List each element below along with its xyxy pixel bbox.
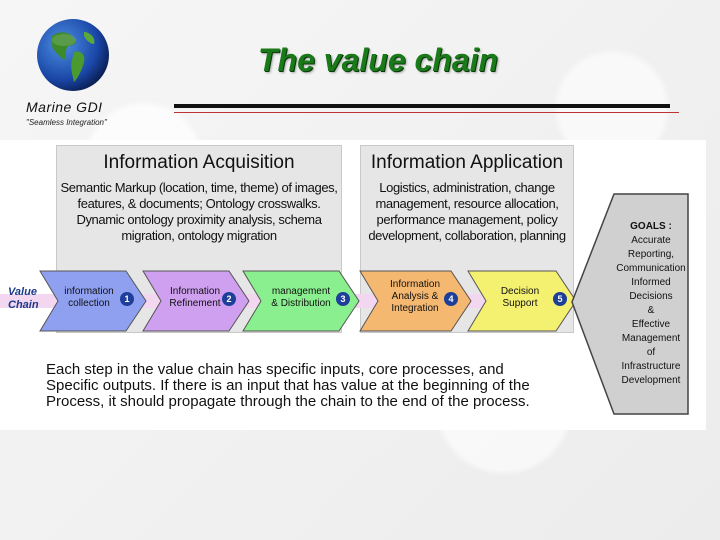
step-label-line: Support (502, 298, 538, 309)
chain-arrow-3 (242, 270, 360, 332)
value-chain-label-line: Chain (8, 299, 39, 311)
step-label-line: management (271, 286, 331, 297)
step-label-line: & Distribution (271, 298, 331, 309)
acquisition-line: features, & documents; Ontology crosswal… (77, 196, 321, 211)
goals-line: Communication (616, 263, 686, 274)
step-4-number: 4 (444, 292, 458, 306)
step-5-label: Decision Support (488, 286, 552, 310)
application-heading: Information Application (370, 152, 564, 173)
step-1-number: 1 (120, 292, 134, 306)
slide-title: The value chain (258, 42, 499, 78)
step-label-line: information (64, 286, 114, 297)
title-rule (174, 104, 670, 108)
step-label-line: collection (68, 298, 110, 309)
goals-line: & (647, 305, 655, 316)
note-line: Each step in the value chain has specifi… (46, 361, 504, 378)
brand-name: Marine GDI (26, 99, 103, 115)
goals-line: Informed (631, 277, 671, 288)
chain-arrow-2 (142, 270, 250, 332)
goals-line: Accurate (631, 235, 671, 246)
acquisition-line: migration, ontology migration (121, 228, 277, 243)
step-1-label: information collection (56, 286, 122, 310)
goals-line: Effective (631, 319, 671, 330)
value-chain-label-line: Value (8, 286, 37, 298)
chain-arrow-5 (467, 270, 577, 332)
goals-heading: GOALS : (630, 221, 672, 232)
globe-icon (37, 19, 109, 91)
application-line: development, collaboration, planning (368, 228, 566, 243)
chain-arrow-4 (359, 270, 472, 332)
step-label-line: Analysis & (391, 291, 439, 302)
step-label-line: Information (169, 286, 221, 297)
step-3-number: 3 (336, 292, 350, 306)
acquisition-line: Dynamic ontology proximity analysis, sch… (76, 212, 322, 227)
goals-text: GOALS : Accurate Reporting, Communicatio… (614, 220, 688, 388)
step-3-label: management & Distribution (262, 286, 340, 310)
acquisition-description: Semantic Markup (location, time, theme) … (57, 180, 341, 244)
application-line: management, resource allocation, (375, 196, 559, 211)
title-rule-thin (174, 112, 679, 113)
goals-line: Development (621, 375, 681, 386)
chain-arrow-1 (39, 270, 147, 332)
step-label-line: Decision (500, 286, 540, 297)
application-description: Logistics, administration, change manage… (361, 180, 573, 244)
goals-line: Management (621, 333, 681, 344)
note-line: Process, it should propagate through the… (46, 393, 530, 410)
acquisition-line: Semantic Markup (location, time, theme) … (60, 180, 338, 195)
step-label-line: Refinement (169, 298, 221, 309)
application-line: Logistics, administration, change (379, 180, 555, 195)
brand-tagline: "Seamless Integration" (26, 118, 107, 127)
note-line: Specific outputs. If there is an input t… (46, 377, 530, 394)
step-2-label: Information Refinement (160, 286, 230, 310)
step-4-label: Information Analysis & Integration (380, 279, 450, 315)
goals-line: Reporting, (627, 249, 675, 260)
acquisition-heading: Information Acquisition (103, 152, 295, 173)
step-label-line: Integration (391, 303, 439, 314)
value-chain-label: Value Chain (8, 286, 39, 312)
step-2-number: 2 (222, 292, 236, 306)
goals-line: Infrastructure (621, 361, 681, 372)
goals-pentagon (571, 193, 689, 415)
goals-line: of (646, 347, 656, 358)
value-chain-note: Each step in the value chain has specifi… (46, 362, 586, 410)
step-5-number: 5 (553, 292, 567, 306)
application-line: performance management, policy (376, 212, 558, 227)
goals-line: Decisions (629, 291, 673, 302)
step-label-line: Information (389, 279, 441, 290)
